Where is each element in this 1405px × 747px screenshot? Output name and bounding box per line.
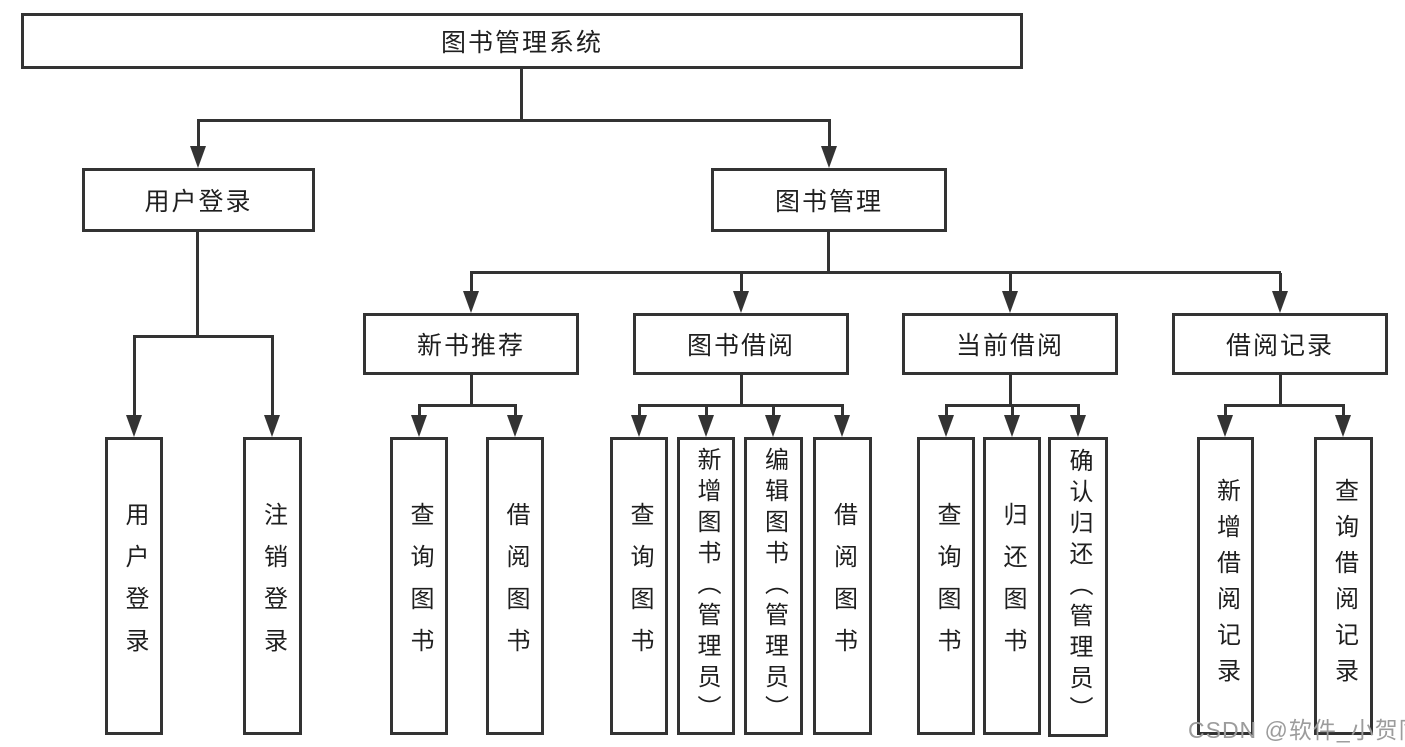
connector-arrow-stem	[470, 273, 473, 295]
connector-arrow-stem	[638, 406, 641, 419]
leaf-return-book-label: 归还图书	[999, 502, 1026, 670]
connector-arrow-stem	[1224, 406, 1227, 419]
node-book-borrow: 图书借阅	[633, 313, 849, 375]
leaf-current-query-book-label: 查询图书	[933, 502, 960, 670]
connector-arrowhead	[1272, 291, 1288, 313]
connector-arrow-stem	[271, 337, 274, 419]
node-root: 图书管理系统	[21, 13, 1023, 69]
leaf-user-login-label: 用户登录	[121, 502, 148, 670]
leaf-borrow-book: 借阅图书	[813, 437, 872, 735]
leaf-edit-book-admin-label: 编辑图书（管理员）	[760, 446, 788, 726]
connector-arrowhead	[507, 415, 523, 437]
connector-arrowhead	[126, 415, 142, 437]
connector-arrow-stem	[1077, 406, 1080, 419]
leaf-recommend-borrow-book-label: 借阅图书	[502, 502, 529, 670]
connector-line	[470, 271, 1281, 274]
connector-arrow-stem	[1011, 406, 1014, 419]
leaf-logout-label: 注销登录	[259, 502, 287, 670]
leaf-confirm-return-admin: 确认归还（管理员）	[1048, 437, 1108, 737]
connector-arrowhead	[938, 415, 954, 437]
connector-arrowhead	[834, 415, 850, 437]
leaf-recommend-query-book-label: 查询图书	[406, 502, 433, 670]
connector-arrow-stem	[1009, 273, 1012, 295]
connector-line	[418, 404, 517, 407]
leaf-borrow-book-label: 借阅图书	[829, 502, 857, 670]
connector-arrow-stem	[1342, 406, 1345, 419]
node-borrow-record: 借阅记录	[1172, 313, 1388, 375]
connector-arrow-stem	[197, 121, 200, 150]
connector-arrow-stem	[945, 406, 948, 419]
connector-arrow-stem	[418, 406, 421, 419]
connector-arrow-stem	[514, 406, 517, 419]
connector-line	[740, 375, 743, 406]
connector-arrow-stem	[133, 337, 136, 419]
leaf-add-borrow-record-label: 新增借阅记录	[1212, 478, 1240, 694]
leaf-query-borrow-record-label: 查询借阅记录	[1330, 478, 1358, 694]
leaf-borrow-query-book: 查询图书	[610, 437, 668, 735]
connector-line	[1009, 375, 1012, 406]
node-borrow-record-label: 借阅记录	[1225, 332, 1334, 360]
leaf-query-borrow-record: 查询借阅记录	[1314, 437, 1373, 735]
leaf-recommend-borrow-book: 借阅图书	[486, 437, 544, 735]
leaf-current-query-book: 查询图书	[917, 437, 975, 735]
leaf-add-borrow-record: 新增借阅记录	[1197, 437, 1254, 735]
connector-arrowhead	[1335, 415, 1351, 437]
node-current-borrow: 当前借阅	[902, 313, 1118, 375]
node-user-login: 用户登录	[82, 168, 315, 232]
connector-line	[133, 335, 274, 338]
leaf-borrow-query-book-label: 查询图书	[626, 502, 653, 670]
connector-arrow-stem	[772, 406, 775, 419]
connector-arrowhead	[411, 415, 427, 437]
connector-arrowhead	[1004, 415, 1020, 437]
connector-line	[197, 119, 831, 122]
connector-line	[520, 69, 523, 121]
connector-line	[470, 375, 473, 406]
connector-arrowhead	[264, 415, 280, 437]
connector-line	[638, 404, 844, 407]
connector-arrow-stem	[740, 273, 743, 295]
leaf-return-book: 归还图书	[983, 437, 1041, 735]
node-current-borrow-label: 当前借阅	[955, 332, 1064, 360]
connector-line	[1279, 375, 1282, 406]
connector-line	[945, 404, 1080, 407]
connector-arrowhead	[190, 146, 206, 168]
node-book-borrow-label: 图书借阅	[686, 332, 795, 360]
connector-arrowhead	[765, 415, 781, 437]
node-new-book-recommend: 新书推荐	[363, 313, 579, 375]
connector-arrowhead	[1217, 415, 1233, 437]
leaf-logout: 注销登录	[243, 437, 302, 735]
connector-line	[1224, 404, 1345, 407]
leaf-edit-book-admin: 编辑图书（管理员）	[744, 437, 803, 735]
leaf-add-book-admin-label: 新增图书（管理员）	[693, 446, 720, 726]
connector-arrow-stem	[1279, 273, 1282, 295]
connector-line	[827, 232, 830, 273]
connector-arrow-stem	[828, 121, 831, 150]
node-user-login-label: 用户登录	[144, 188, 253, 216]
connector-arrowhead	[733, 291, 749, 313]
watermark: CSDN @软件_小贺同学	[1188, 717, 1405, 743]
connector-arrowhead	[698, 415, 714, 437]
leaf-confirm-return-admin-label: 确认归还（管理员）	[1065, 447, 1092, 727]
node-book-management: 图书管理	[711, 168, 947, 232]
leaf-user-login: 用户登录	[105, 437, 163, 735]
connector-arrow-stem	[841, 406, 844, 419]
connector-arrowhead	[631, 415, 647, 437]
connector-arrowhead	[821, 146, 837, 168]
connector-arrowhead	[463, 291, 479, 313]
connector-arrowhead	[1070, 415, 1086, 437]
node-new-book-recommend-label: 新书推荐	[416, 332, 525, 360]
connector-arrow-stem	[705, 406, 708, 419]
leaf-recommend-query-book: 查询图书	[390, 437, 448, 735]
node-root-label: 图书管理系统	[440, 29, 603, 57]
connector-arrowhead	[1002, 291, 1018, 313]
node-book-management-label: 图书管理	[774, 188, 883, 216]
connector-line	[196, 232, 199, 337]
leaf-add-book-admin: 新增图书（管理员）	[677, 437, 735, 735]
